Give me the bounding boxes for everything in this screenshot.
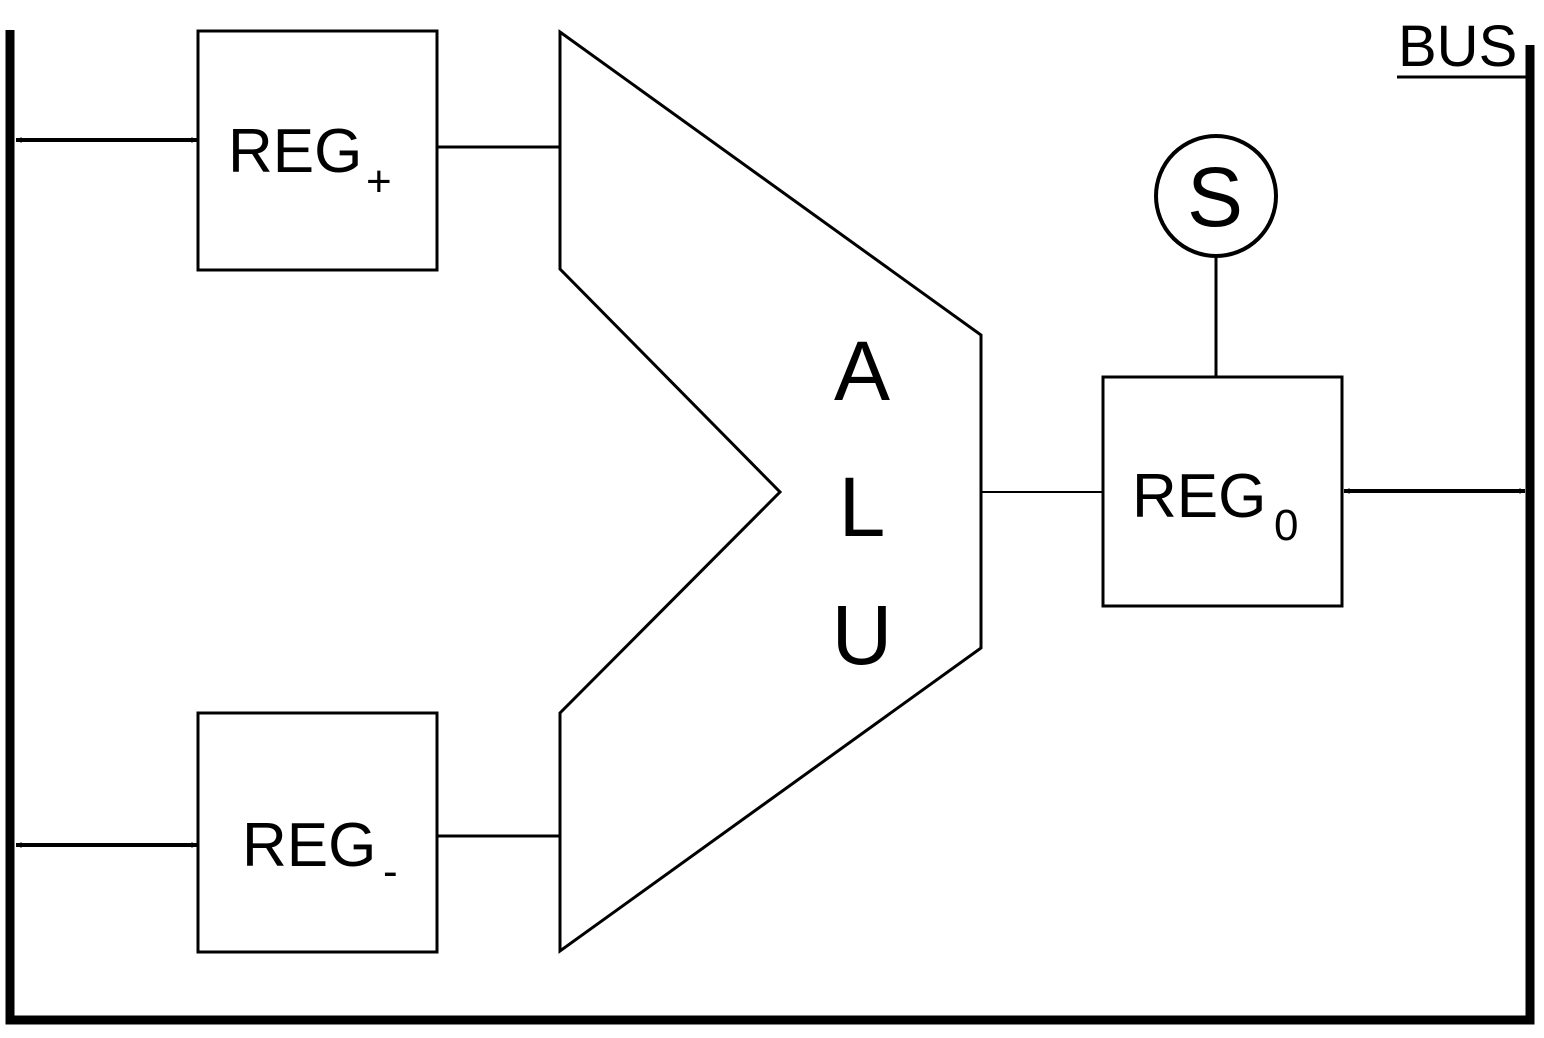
alu-letter-a: A [834,324,890,418]
reg-minus-subscript: - [383,847,398,896]
s-node-circle [1154,134,1278,258]
bus-label: BUS [1398,14,1517,79]
reg-plus-subscript: + [366,157,392,206]
reg-plus-label: REG [228,117,362,186]
reg-minus-label: REG [242,811,376,880]
reg-plus-box [196,29,439,272]
reg-zero-label: REG [1132,462,1266,531]
alu-letter-l: L [839,460,886,554]
reg-minus-box [196,711,439,954]
reg-zero-subscript: 0 [1274,501,1298,550]
bus-line [5,30,1535,1025]
alu-letter-u: U [832,588,893,682]
s-node-label: S [1187,150,1243,244]
alu-shape [558,29,983,954]
